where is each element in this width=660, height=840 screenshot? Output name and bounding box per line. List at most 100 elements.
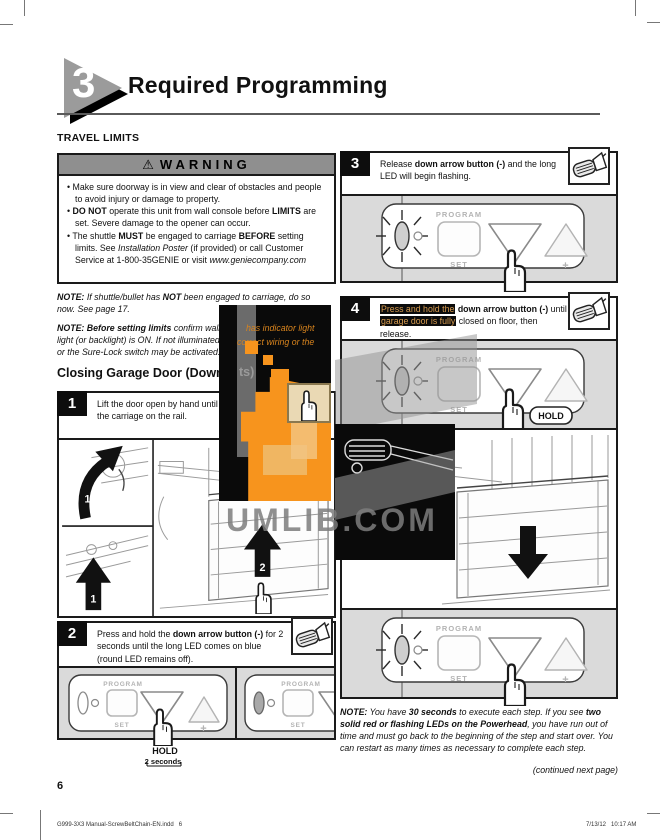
watermark-hand-box (287, 383, 331, 423)
program-label: PROGRAM (103, 681, 143, 688)
step-3-number: 3 (340, 151, 370, 176)
step-3-text: Release down arrow button (-) and the lo… (380, 158, 570, 183)
program-panel-art: PROGRAM SET + (376, 610, 588, 706)
watermark-orange-square (245, 341, 258, 354)
down-arrow-button (488, 368, 542, 408)
long-led (394, 221, 410, 251)
text-segment: down arrow button (-) (172, 629, 264, 639)
powerhead-icon (568, 292, 610, 330)
text-segment: (if provided) or call Customer Service a… (75, 242, 304, 265)
travel-limits-heading: TRAVEL LIMITS (57, 132, 140, 144)
text-segment: DO NOT (72, 206, 107, 217)
warning-box: ⚠ WARNING Make sure doorway is in view a… (57, 153, 336, 284)
text-segment: Press and hold the (380, 304, 456, 314)
set-label: SET (450, 674, 468, 683)
step-4-box: 4 Press and hold the down arrow button (… (340, 296, 618, 341)
hold-label: HOLD (538, 411, 564, 421)
plus-label: + (562, 260, 569, 272)
warning-header: ⚠ WARNING (59, 155, 334, 176)
watermark-text: UMLIB.COM (226, 502, 438, 538)
warning-icon: ⚠ (142, 157, 154, 172)
watermark-orange-square (263, 355, 273, 365)
text-segment: for 2 seconds until the long LED comes o… (97, 629, 284, 664)
text-segment: Press and hold the (97, 629, 173, 639)
powerhead-icon (291, 617, 333, 655)
program-label: PROGRAM (436, 210, 482, 219)
header-rule (57, 113, 600, 115)
page-number: 6 (57, 780, 64, 792)
step-1-number: 1 (57, 391, 87, 416)
note-timing: NOTE: You have 30 seconds to execute eac… (340, 706, 618, 755)
text-segment: Make sure doorway is in view and clear o… (72, 182, 322, 205)
text-segment: NOTE: (57, 292, 85, 302)
program-panel-art: PROGRAM SET + (376, 196, 588, 292)
program-panel-bottom: PROGRAM SET + (340, 608, 618, 706)
crop-mark (40, 810, 41, 840)
text-segment: You have (367, 707, 409, 717)
warning-item: DO NOT operate this unit from wall conso… (67, 205, 328, 229)
program-label: PROGRAM (436, 624, 482, 633)
arrow-1-label: 1 (85, 494, 91, 506)
up-arrow-button (544, 368, 588, 402)
text-segment: Lift the door open by hand until the shu… (97, 399, 321, 422)
text-segment: to execute each step. If you see (456, 707, 586, 717)
warning-item: The shuttle MUST be engaged to carriage … (67, 230, 328, 266)
text-segment: been engaged to carriage, do so now. See… (57, 292, 311, 315)
step-2-box: 2 Press and hold the down arrow button (… (57, 621, 336, 668)
program-panel-art: PROGRAM SET (244, 674, 366, 732)
set-label: SET (114, 722, 129, 729)
watermark-text-fragment: correct wiring or the (237, 337, 315, 347)
hold-label: HOLD (152, 746, 178, 756)
step-2-text: Press and hold the down arrow button (-)… (97, 628, 288, 665)
arrow-1-label: 1 (90, 593, 96, 605)
text-segment: LIMITS (272, 206, 301, 217)
text-segment: down arrow button (-) (414, 159, 506, 169)
up-arrow-button (544, 223, 588, 257)
set-label: SET (450, 405, 468, 414)
text-segment: setting limits. See (75, 230, 304, 253)
warning-item: Make sure doorway is in view and clear o… (67, 181, 328, 205)
crop-mark (24, 0, 25, 16)
text-segment: MUST (118, 230, 144, 241)
text-segment: down arrow button (-) (457, 304, 549, 314)
text-segment: If shuttle/bullet has (84, 292, 163, 302)
text-segment: closed on floor, then release. (380, 316, 538, 339)
step-4-text: Press and hold the down arrow button (-)… (380, 303, 570, 340)
curved-arrow-icon (95, 445, 123, 472)
down-arrow-button (488, 637, 542, 677)
crop-mark (647, 813, 660, 814)
warning-title: WARNING (159, 157, 251, 172)
text-segment: operate this unit from wall console befo… (106, 206, 273, 217)
door-close-art (346, 435, 611, 605)
program-panel-step3: PROGRAM SET + (340, 194, 618, 292)
crop-mark (0, 24, 13, 25)
plus-label: + (562, 674, 569, 686)
note-shuttle: NOTE: If shuttle/bullet has NOT been eng… (57, 291, 329, 315)
watermark-orange-square (271, 369, 289, 381)
down-arrow-button (140, 691, 184, 724)
up-arrow-button (188, 696, 220, 723)
text-segment: Release (380, 159, 415, 169)
step-1-text: Lift the door open by hand until the shu… (97, 398, 326, 423)
program-panel-art: PROGRAM SET + HOLD 2 seconds (68, 674, 228, 767)
flashing-led-rays (376, 210, 428, 262)
powerhead-icon (568, 147, 610, 185)
footer-doc-name: G999-3X3 Manual-ScrewBeltChain-EN.indd 6 (57, 822, 183, 828)
hold-badge: HOLD (529, 406, 573, 425)
warning-list: Make sure doorway is in view and clear o… (59, 176, 334, 266)
carriage-detail-art: 1 (78, 445, 149, 520)
text-segment: www.geniecompany.com (209, 254, 307, 265)
set-label: SET (290, 722, 305, 729)
text-segment: are set. Severe damage to the opener can… (75, 206, 317, 229)
section-number: 3 (72, 59, 96, 106)
footer-timestamp: 7/13/12 10:17 AM (586, 822, 637, 828)
continued-note: (continued next page) (532, 765, 618, 775)
arrow-2-label: 2 (260, 562, 266, 574)
up-arrow-button (544, 637, 588, 671)
watermark-text-fragment: ts) (239, 365, 255, 379)
program-panel-right: PROGRAM SET (235, 666, 366, 740)
text-segment: The shuttle (72, 230, 119, 241)
text-segment: Installation Poster (118, 242, 188, 253)
text-segment: NOTE: (340, 707, 368, 717)
